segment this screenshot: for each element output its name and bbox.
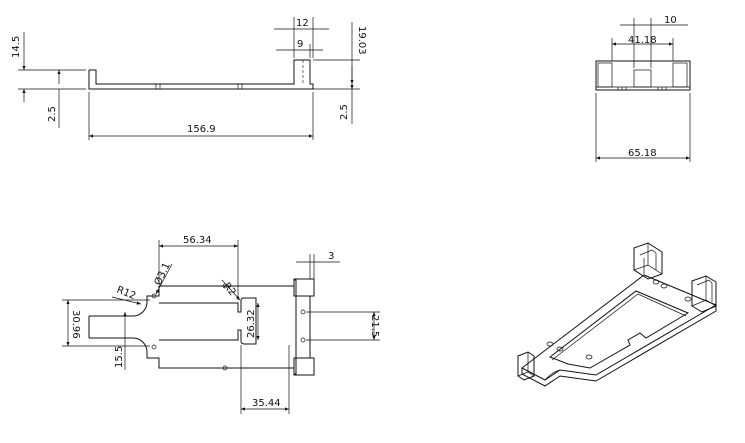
side-view-tabs xyxy=(617,87,667,90)
dim-30-96: 30.96 xyxy=(70,310,81,339)
iso-slot xyxy=(548,290,690,369)
iso-bracket-left-edges xyxy=(633,243,663,275)
leader-line xyxy=(111,296,142,305)
top-view-flange-bottom xyxy=(293,357,315,376)
iso-bracket-left-inner xyxy=(639,249,657,274)
hole xyxy=(300,309,306,315)
hole xyxy=(546,341,554,347)
hole xyxy=(684,296,692,302)
dim-156-9: 156.9 xyxy=(187,124,216,135)
top-view-slot xyxy=(159,297,257,345)
hole xyxy=(556,346,564,352)
dim-dia-3-1: Ø3.1 xyxy=(152,261,173,288)
dim-26-32: 26.32 xyxy=(246,309,257,338)
hole xyxy=(652,279,660,285)
dim-35-44: 35.44 xyxy=(252,398,281,409)
top-view: 56.34 3 R12 Ø3.1 R2 30.96 15.5 26.32 21.… xyxy=(62,235,380,414)
dim-12: 12 xyxy=(296,18,309,29)
top-view-flange-top xyxy=(293,278,315,297)
hole xyxy=(585,354,593,360)
iso-bracket-front-edges xyxy=(517,352,535,377)
dim-9: 9 xyxy=(297,39,303,50)
front-view: 14.5 2.5 156.9 12 9 19.03 2.5 xyxy=(11,17,367,140)
iso-holes xyxy=(546,279,692,360)
dim-10: 10 xyxy=(664,15,677,26)
side-view-outline xyxy=(595,60,691,91)
dim-65-18: 65.18 xyxy=(628,148,657,159)
hole xyxy=(660,283,668,289)
dim-14-5: 14.5 xyxy=(11,36,22,58)
dim-2-5-right: 2.5 xyxy=(339,104,350,120)
iso-bracket-right-edges xyxy=(691,276,717,307)
leader-line xyxy=(155,263,173,295)
dim-2-5-left: 2.5 xyxy=(47,106,58,122)
hole xyxy=(222,365,228,371)
iso-cutout-curve xyxy=(544,369,561,381)
isometric-view xyxy=(517,242,718,387)
dim-21-5: 21.5 xyxy=(369,315,380,337)
front-view-outline xyxy=(88,59,314,90)
hole xyxy=(151,293,157,299)
dim-15-5: 15.5 xyxy=(114,346,125,368)
hole xyxy=(300,337,306,343)
dim-19-03: 19.03 xyxy=(356,26,367,55)
leader-line xyxy=(221,279,241,301)
dim-3: 3 xyxy=(328,251,334,262)
top-view-outline xyxy=(89,279,297,375)
dim-56-34: 56.34 xyxy=(183,235,212,246)
iso-slot-inner-edge xyxy=(551,293,687,361)
dim-r2: R2 xyxy=(221,281,238,298)
hole xyxy=(151,344,157,350)
side-view-flange-right xyxy=(672,62,688,88)
side-view: 10 41.18 65.18 xyxy=(595,15,691,162)
dim-r12: R12 xyxy=(115,285,137,303)
iso-plate-edge xyxy=(521,305,717,387)
side-view-flange-center xyxy=(633,69,652,88)
dim-41-18: 41.18 xyxy=(628,35,657,46)
iso-bracket-right-inner xyxy=(696,279,713,302)
side-view-flange-left xyxy=(597,62,613,88)
